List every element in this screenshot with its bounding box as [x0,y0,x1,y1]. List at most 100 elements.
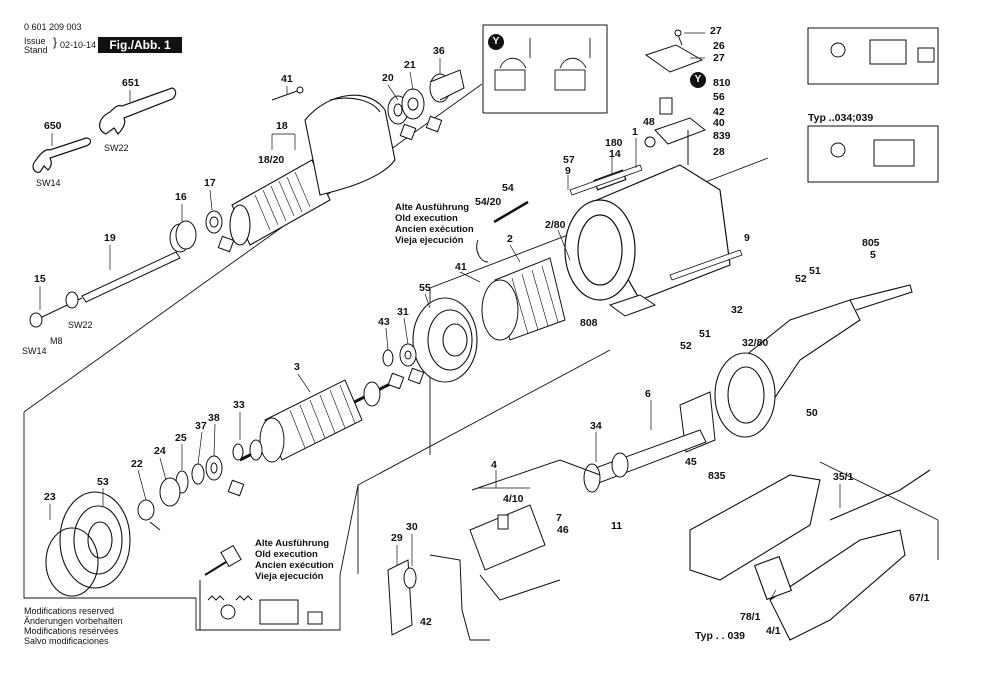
screw-41-top [271,86,304,101]
part-label-41-a: 41 [281,73,293,85]
part-label-51-b: 51 [699,328,711,340]
part-label-11: 11 [611,520,623,532]
armature-3 [239,378,399,463]
part-label-4-10: 4/10 [503,493,524,505]
part-label-808: 808 [580,317,598,329]
part-label-m8: M8 [50,336,63,346]
part-label-14: 14 [609,148,621,160]
motor-schematic-top [807,27,939,85]
part-label-20: 20 [382,72,394,84]
part-label-36: 36 [433,45,445,57]
part-label-18: 18 [276,120,288,132]
part-label-31: 31 [397,306,409,318]
part-label-28: 28 [713,146,725,158]
switch-rod-6 [583,429,707,493]
part-label-55: 55 [419,282,431,294]
old-execution-note-fr-2: Ancien exécution [255,560,334,571]
part-label-78-1: 78/1 [740,611,761,623]
handle-shells-35-1 [689,469,931,641]
part-label-21: 21 [404,59,416,71]
motor-schematic-old [199,544,340,631]
part-label-30: 30 [406,521,418,533]
footer-line-en: Modifications reserved [24,606,115,616]
brush-holder-detail [494,38,591,91]
part-label-sw14-a: SW14 [36,178,61,188]
part-label-4: 4 [491,459,497,471]
part-label-38: 38 [208,412,220,424]
motor-schematic-typ-034 [807,125,939,183]
part-label-9-b: 9 [744,232,750,244]
part-label-651: 651 [122,77,140,89]
part-label-2-80: 2/80 [545,219,566,231]
part-label-67-1: 67/1 [909,592,930,604]
footer-line-fr: Modifications resérvées [24,626,119,636]
part-label-sw14-b: SW14 [22,346,47,356]
part-label-3: 3 [294,361,300,373]
part-label-26: 26 [713,40,725,52]
stand-label: Stand [24,45,48,55]
leader-lines [39,32,841,601]
part-label-27-a: 27 [710,25,722,37]
spindle-19 [29,251,181,328]
modifications-footer: Modifications reserved Änderungen vorbeh… [24,606,123,646]
field-coil-2 [481,257,566,341]
old-execution-note-en-2: Old execution [255,549,318,560]
old-execution-note-de: Alte Ausführung [395,202,470,213]
issue-label: Issue [24,36,46,46]
part-label-42-b: 42 [420,616,432,628]
motor-housing-1 [564,164,731,301]
bearings-43-31 [382,343,425,390]
part-label-43: 43 [378,316,390,328]
part-number: 0 601 209 003 [24,22,82,32]
part-label-2: 2 [507,233,513,245]
part-label-839: 839 [713,130,731,142]
part-label-57: 57 [563,154,575,166]
part-label-16: 16 [175,191,187,203]
part-label-1: 1 [632,126,638,138]
part-label-45: 45 [685,456,697,468]
brush-plate-26 [644,29,706,165]
suppressor-29-30 [387,554,490,641]
part-label-810: 810 [713,77,731,89]
part-label-23: 23 [44,491,56,503]
type-label-034-039: Typ ..034;039 [808,112,874,124]
part-label-54-20: 54/20 [475,196,502,208]
part-label-15: 15 [34,273,46,285]
front-housing-53 [45,491,131,597]
part-label-52-b: 52 [680,340,692,352]
plate-808 [608,294,657,317]
part-label-40: 40 [713,117,725,129]
part-label-42-a: 42 [713,106,725,118]
part-label-6: 6 [645,388,651,400]
part-label-53: 53 [97,476,109,488]
brace-icon: } [53,35,58,49]
part-label-sw22-b: SW22 [68,320,93,330]
switch-4 [469,459,601,601]
part-label-37: 37 [195,420,207,432]
part-label-35-1: 35/1 [833,471,854,483]
old-execution-note-de-2: Alte Ausführung [255,538,330,549]
part-label-32: 32 [731,304,743,316]
issue-date: 02-10-14 [60,40,97,50]
part-label-41-b: 41 [455,261,467,273]
y-badge-housing: Y [690,72,706,88]
part-label-29: 29 [391,532,403,544]
part-label-5: 5 [870,249,876,261]
part-label-180: 180 [605,137,623,149]
part-label-19: 19 [104,232,116,244]
part-label-835: 835 [708,470,726,482]
part-label-50: 50 [806,407,818,419]
part-label-650: 650 [44,120,62,132]
wrench-651 [99,87,177,135]
part-label-48: 48 [643,116,655,128]
old-execution-note-es-2: Vieja ejecución [255,571,324,582]
collet-16-17 [169,210,235,253]
part-label-17: 17 [204,177,216,189]
part-label-32-80: 32/80 [742,337,769,349]
carbon-brush-54 [476,200,529,263]
footer-line-es: Salvo modificaciones [24,636,109,646]
bearing-20-21-36 [387,69,465,141]
label-strip-9 [569,164,743,281]
part-label-24: 24 [154,445,166,457]
